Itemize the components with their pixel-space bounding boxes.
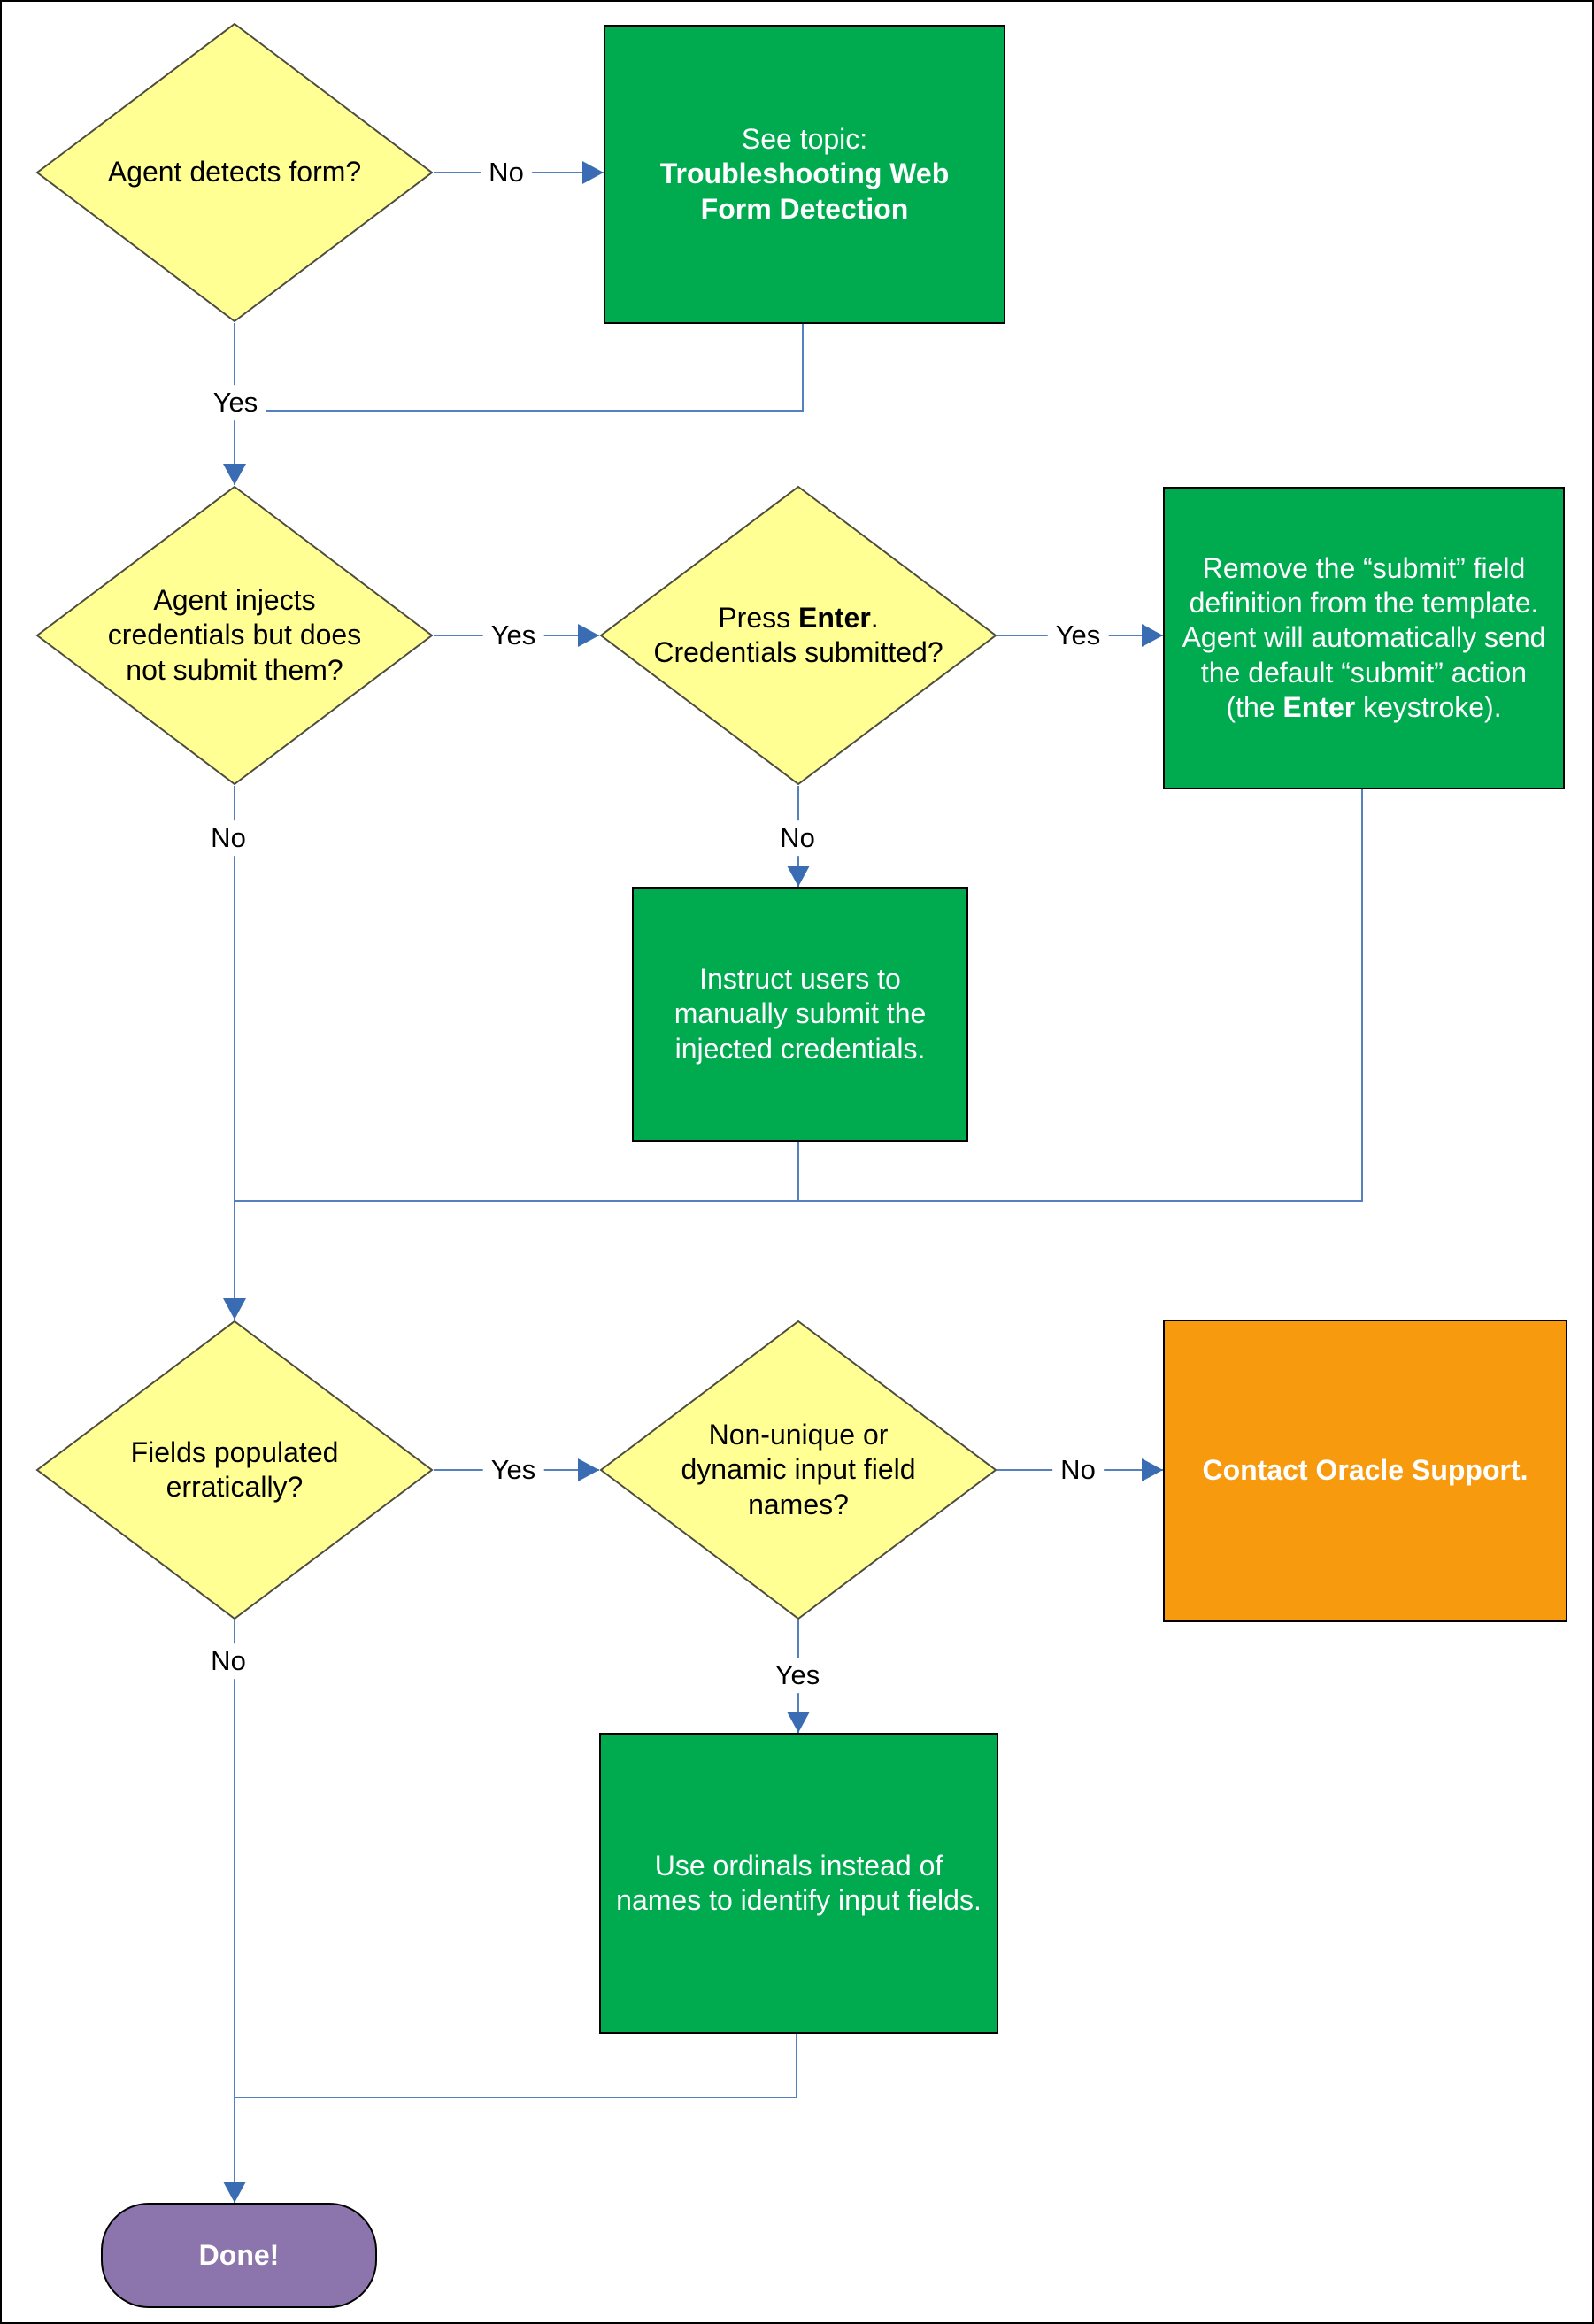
process-text: Contact Oracle Support. <box>1202 1454 1529 1487</box>
edge-label-yes-submitted: Yes <box>1047 618 1109 653</box>
process-text: Remove the “submit” field definition fro… <box>1182 551 1546 724</box>
process-text: Use ordinals instead of names to identif… <box>616 1849 982 1916</box>
arrowhead-icon <box>582 161 604 184</box>
text-run: . Credentials submitted? <box>653 601 943 668</box>
arrowhead-icon <box>1142 1458 1163 1481</box>
process-use-ordinals: Use ordinals instead of names to identif… <box>599 1733 998 2034</box>
text-run-bold: Troubleshooting Web Form Detection <box>659 158 950 225</box>
edge-label-no-form: No <box>481 155 532 190</box>
connector-merge-row3 <box>235 2097 797 2098</box>
process-instruct-users-manual-submit: Instruct users to manually submit the in… <box>632 887 968 1142</box>
edge-label-yes-names: Yes <box>766 1658 828 1693</box>
connector-d2-to-d4 <box>234 786 235 1320</box>
decision-text: Non-unique or dynamic input field names? <box>681 1419 916 1520</box>
decision-fields-populated-erratically: Fields populated erratically? <box>35 1320 434 1620</box>
text-run: See topic: <box>741 123 868 156</box>
connector-instruct-drop <box>797 1138 799 1202</box>
arrowhead-icon <box>223 464 246 485</box>
process-see-topic-troubleshooting: See topic:Troubleshooting Web Form Detec… <box>604 25 1005 324</box>
edge-label-no-injects: No <box>203 820 254 856</box>
text-run: Remove the “submit” field definition fro… <box>1182 552 1546 723</box>
process-text: Instruct users to manually submit the in… <box>674 963 927 1065</box>
diamond-shape <box>35 22 434 323</box>
process-contact-oracle-support: Contact Oracle Support. <box>1163 1320 1567 1622</box>
decision-text: Fields populated erratically? <box>130 1435 339 1503</box>
connector-ordinals-drop <box>796 2030 797 2098</box>
edge-label-yes-injects: Yes <box>482 618 544 653</box>
arrowhead-icon <box>1142 624 1163 647</box>
terminator-text: Done! <box>198 2238 280 2271</box>
decision-press-enter-submitted: Press Enter. Credentials submitted? <box>599 485 997 786</box>
diamond-shape <box>599 485 997 786</box>
edge-label-no-erratic: No <box>203 1643 254 1679</box>
arrowhead-icon <box>578 624 599 647</box>
decision-agent-injects-credentials: Agent injects credentials but does not s… <box>35 485 434 786</box>
arrowhead-icon <box>787 866 810 887</box>
decision-text: Press Enter. Credentials submitted? <box>653 601 943 670</box>
diamond-shape <box>599 1320 997 1620</box>
diamond-shape <box>35 485 434 786</box>
text-run-bold: Enter <box>1282 690 1356 723</box>
connector-d4-to-done <box>234 1620 235 2203</box>
text-run: keystroke). <box>1355 690 1502 723</box>
text-run: Press <box>718 601 798 634</box>
process-text: See topic:Troubleshooting Web Form Detec… <box>660 122 950 226</box>
process-remove-submit-field: Remove the “submit” field definition fro… <box>1163 487 1565 789</box>
edge-label-no-names: No <box>1052 1452 1104 1488</box>
edge-label-yes-form: Yes <box>204 385 266 420</box>
decision-non-unique-field-names: Non-unique or dynamic input field names? <box>599 1320 997 1620</box>
connector-seetopic-drop <box>802 320 804 412</box>
text-run-bold: Enter <box>798 601 871 634</box>
decision-agent-detects-form: Agent detects form? <box>35 22 434 323</box>
arrowhead-icon <box>578 1458 599 1481</box>
connector-removesubmit-drop <box>1361 786 1363 1202</box>
diamond-shape <box>35 1320 434 1620</box>
arrowhead-icon <box>223 1298 246 1320</box>
arrowhead-icon <box>787 1712 810 1733</box>
decision-text: Agent injects credentials but does not s… <box>107 584 362 686</box>
edge-label-no-submitted: No <box>772 820 823 856</box>
connector-seetopic-return <box>235 410 804 412</box>
arrowhead-icon <box>223 2182 246 2203</box>
decision-text: Agent detects form? <box>107 156 362 189</box>
edge-label-yes-erratic: Yes <box>482 1452 544 1488</box>
terminator-done: Done! <box>101 2203 377 2308</box>
